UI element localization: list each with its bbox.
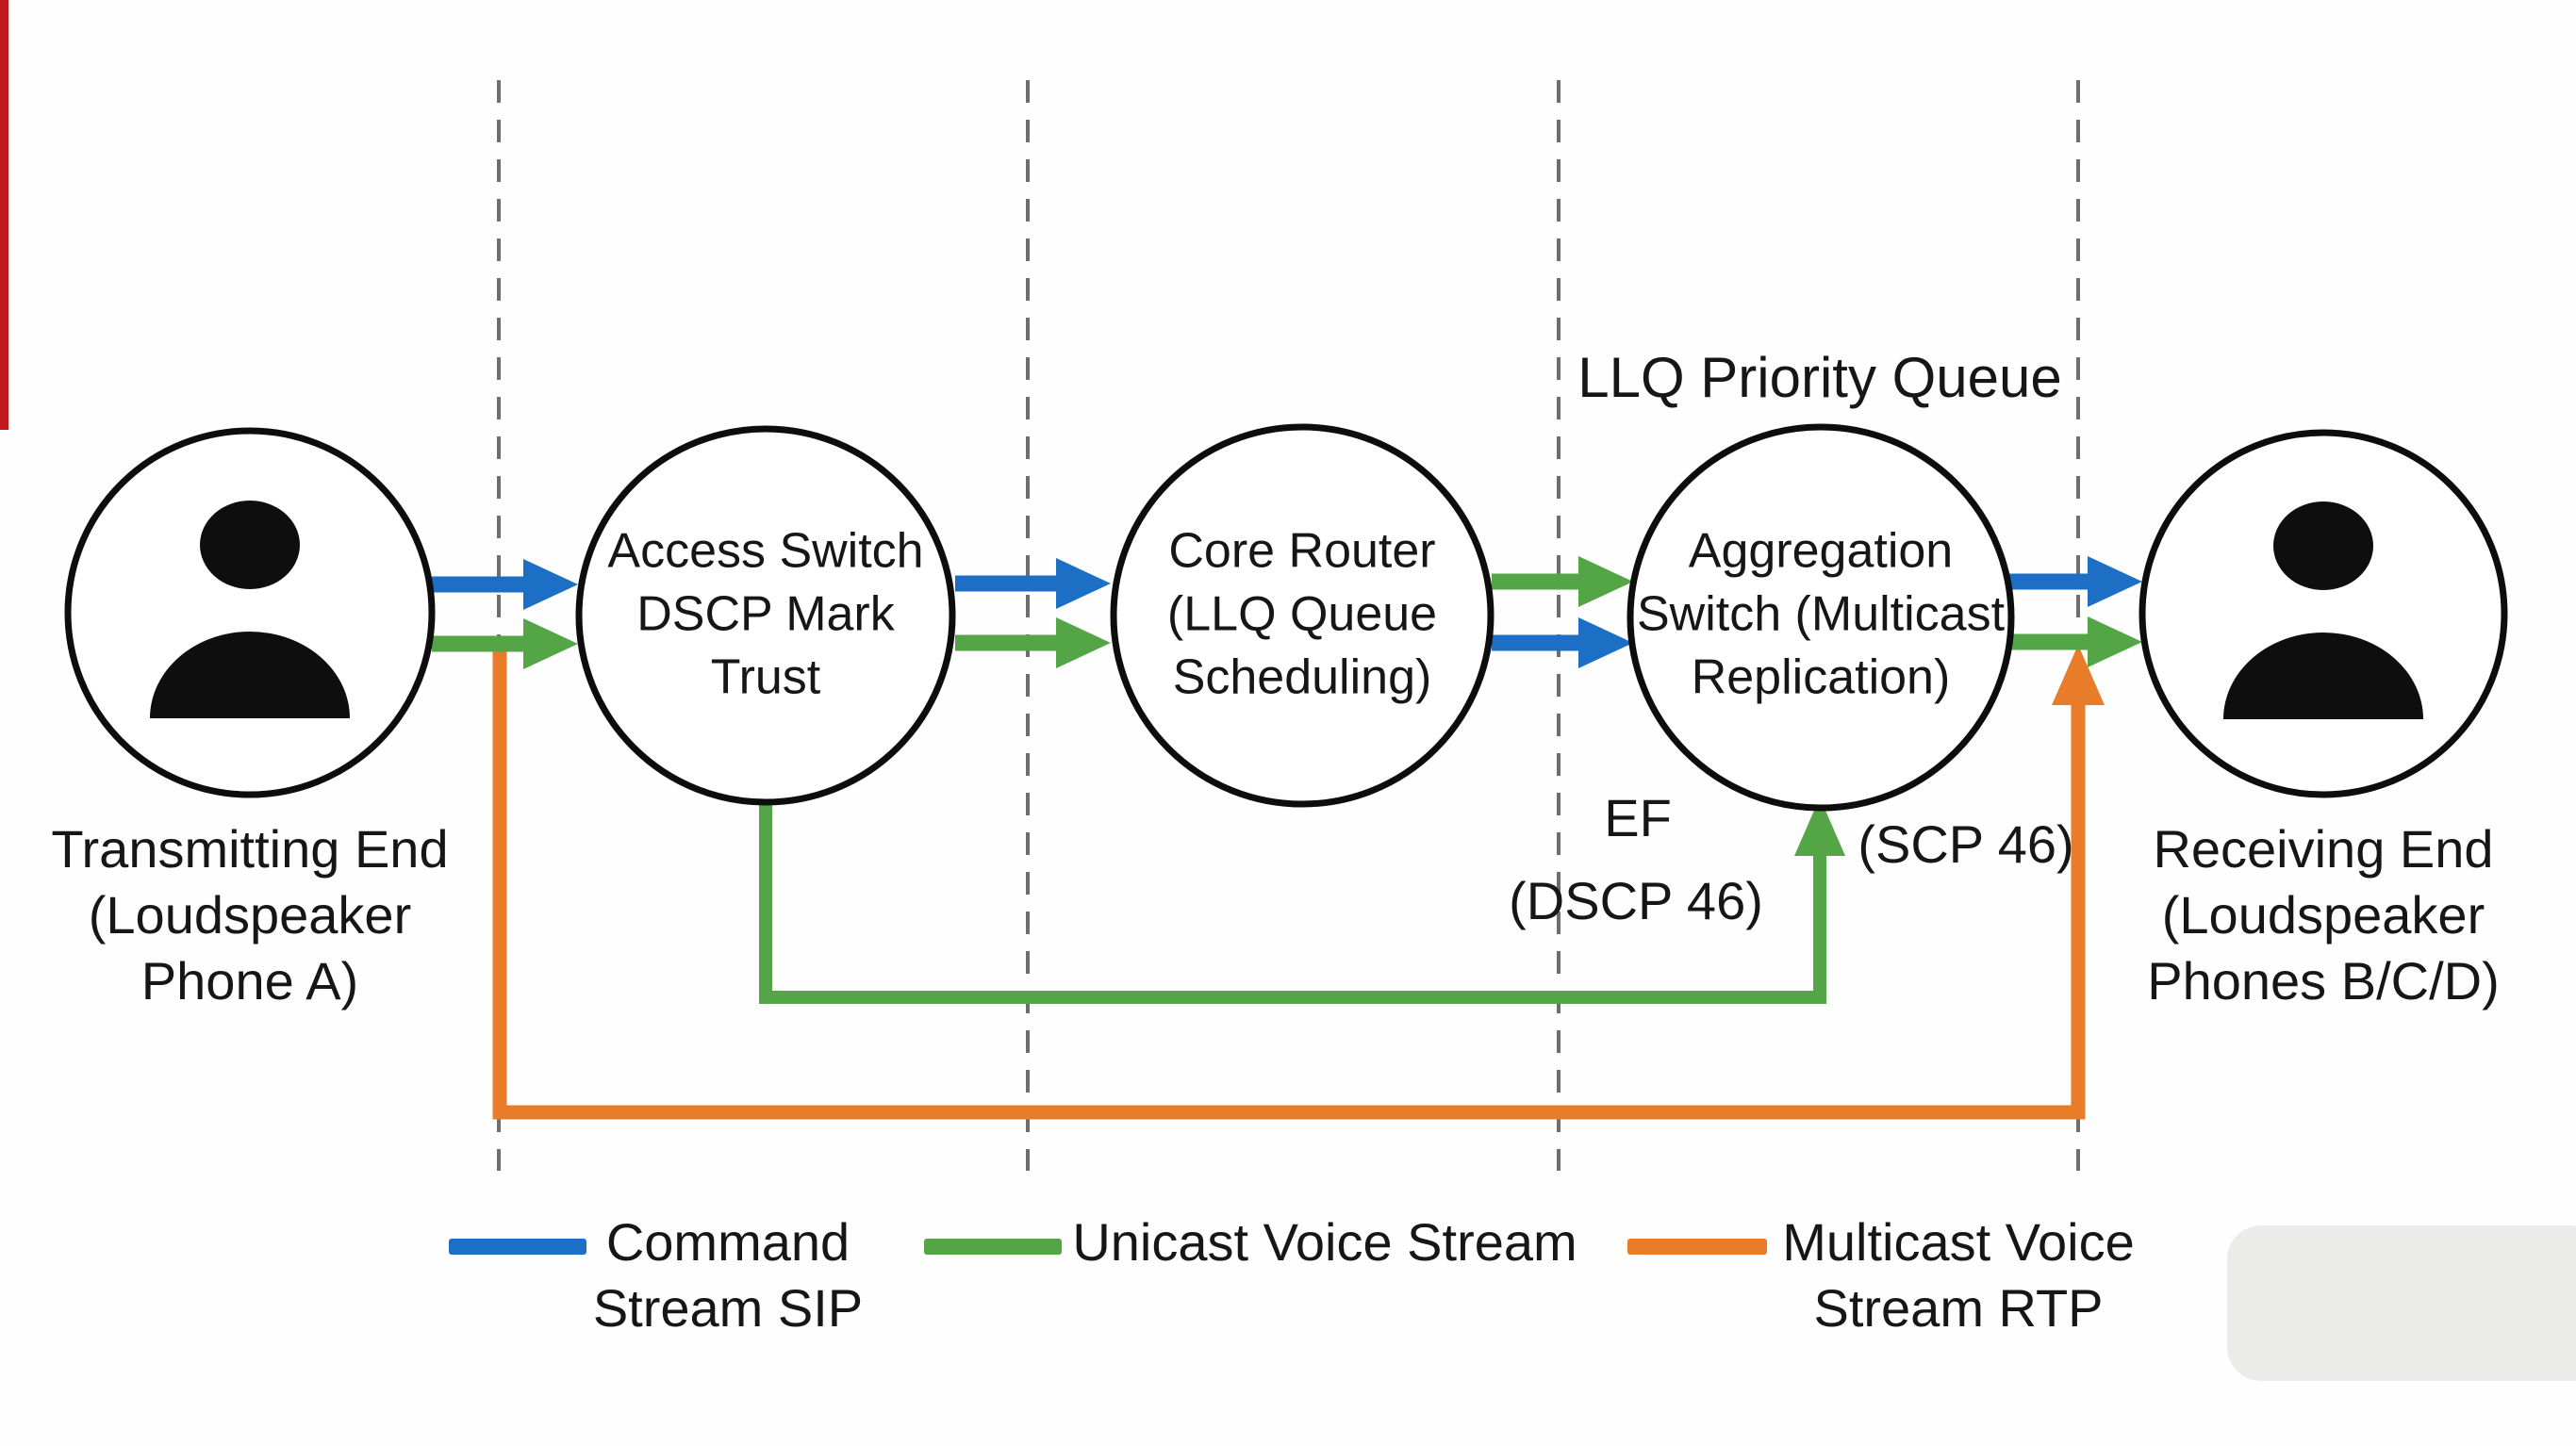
receiving-end-label-line2: (Loudspeaker [2162, 885, 2485, 945]
person-shoulders [2223, 633, 2423, 719]
core-router-text-line3: Scheduling) [1173, 650, 1432, 705]
node-access-switch: Access Switch DSCP Mark Trust [575, 425, 956, 806]
ef-label: EF [1604, 788, 1672, 847]
access-switch-text-line3: Trust [711, 650, 821, 705]
llq-priority-queue-label: LLQ Priority Queue [1577, 346, 2062, 409]
person-icon [150, 501, 350, 718]
command-arrow-seg4 [2006, 556, 2142, 607]
unicast-return-arrowhead-icon [1794, 797, 1845, 856]
multicast-stream-swatch-icon [1627, 1239, 1767, 1255]
legend: Command Stream SIP Unicast Voice Stream … [449, 1212, 2135, 1338]
receiving-end-label-line1: Receiving End [2153, 819, 2493, 879]
receiving-end-label-line3: Phones B/C/D) [2147, 951, 2500, 1011]
multicast-arrowhead-icon [2052, 645, 2105, 705]
aggregation-switch-text-line3: Replication) [1692, 650, 1951, 705]
node-aggregation-switch: Aggregation Switch (Multicast Replicatio… [1627, 423, 2015, 812]
transmitting-end-label-line1: Transmitting End [51, 819, 448, 879]
aggregation-switch-text-line1: Aggregation [1689, 524, 1953, 579]
aggregation-switch-text-line2: Switch (Multicast [1637, 587, 2006, 642]
aggregation-switch-circle [1627, 423, 2015, 812]
access-switch-circle [575, 425, 956, 806]
watermark-blob [2227, 1225, 2576, 1381]
red-edge-strip [0, 0, 8, 430]
person-head [2273, 501, 2373, 590]
command-arrow-seg4-head-icon [2088, 556, 2142, 607]
command-arrow-seg3-head-icon [1578, 617, 1633, 668]
unicast-arrow-seg1-head-icon [523, 618, 578, 669]
access-switch-text-line2: DSCP Mark [636, 587, 896, 642]
unicast-arrow-seg4 [2006, 616, 2142, 667]
unicast-arrow-seg3 [1492, 556, 1633, 607]
person-icon [2223, 501, 2423, 719]
command-stream-swatch-icon [449, 1239, 586, 1255]
unicast-return-path [759, 797, 1845, 1004]
scp46-label: (SCP 46) [1858, 814, 2073, 874]
command-arrow-seg1 [432, 559, 578, 610]
unicast-arrow-seg3-head-icon [1578, 556, 1633, 607]
multicast-path [492, 645, 2105, 1120]
unicast-return-line [759, 801, 1826, 1004]
unicast-stream-label-line1: Unicast Voice Stream [1072, 1212, 1577, 1272]
dscp46-label: (DSCP 46) [1509, 871, 1763, 930]
unicast-arrow-seg1 [432, 618, 578, 669]
command-arrow-seg2-head-icon [1056, 558, 1111, 609]
core-router-text-line1: Core Router [1168, 524, 1435, 579]
command-arrow-seg3 [1492, 617, 1633, 668]
unicast-arrow-seg2 [955, 617, 1111, 668]
multicast-stream-label-line2: Stream RTP [1813, 1278, 2103, 1338]
access-switch-text-line1: Access Switch [607, 524, 923, 579]
unicast-arrow-seg2-head-icon [1056, 617, 1111, 668]
multicast-line [492, 650, 2086, 1120]
transmitting-end-label-line2: (Loudspeaker [89, 885, 411, 945]
node-transmitting-end: Transmitting End (Loudspeaker Phone A) [51, 427, 449, 1011]
node-core-router: Core Router (LLQ Queue Scheduling) [1110, 423, 1494, 808]
command-arrow-seg2 [955, 558, 1111, 609]
unicast-arrow-seg4-head-icon [2088, 616, 2142, 667]
multicast-stream-label-line1: Multicast Voice [1782, 1212, 2135, 1272]
transmitting-end-label-line3: Phone A) [141, 951, 358, 1011]
unicast-stream-swatch-icon [924, 1239, 1062, 1255]
core-router-circle [1110, 423, 1494, 808]
node-receiving-end: Receiving End (Loudspeaker Phones B/C/D) [2138, 429, 2508, 1011]
command-stream-label-line2: Stream SIP [593, 1278, 863, 1338]
core-router-text-line2: (LLQ Queue [1167, 587, 1437, 642]
person-shoulders [150, 632, 350, 718]
transmitting-end-circle [64, 427, 436, 798]
command-arrow-seg1-head-icon [523, 559, 578, 610]
person-head [200, 501, 300, 589]
receiving-end-circle [2138, 429, 2508, 798]
command-stream-label-line1: Command [606, 1212, 850, 1272]
